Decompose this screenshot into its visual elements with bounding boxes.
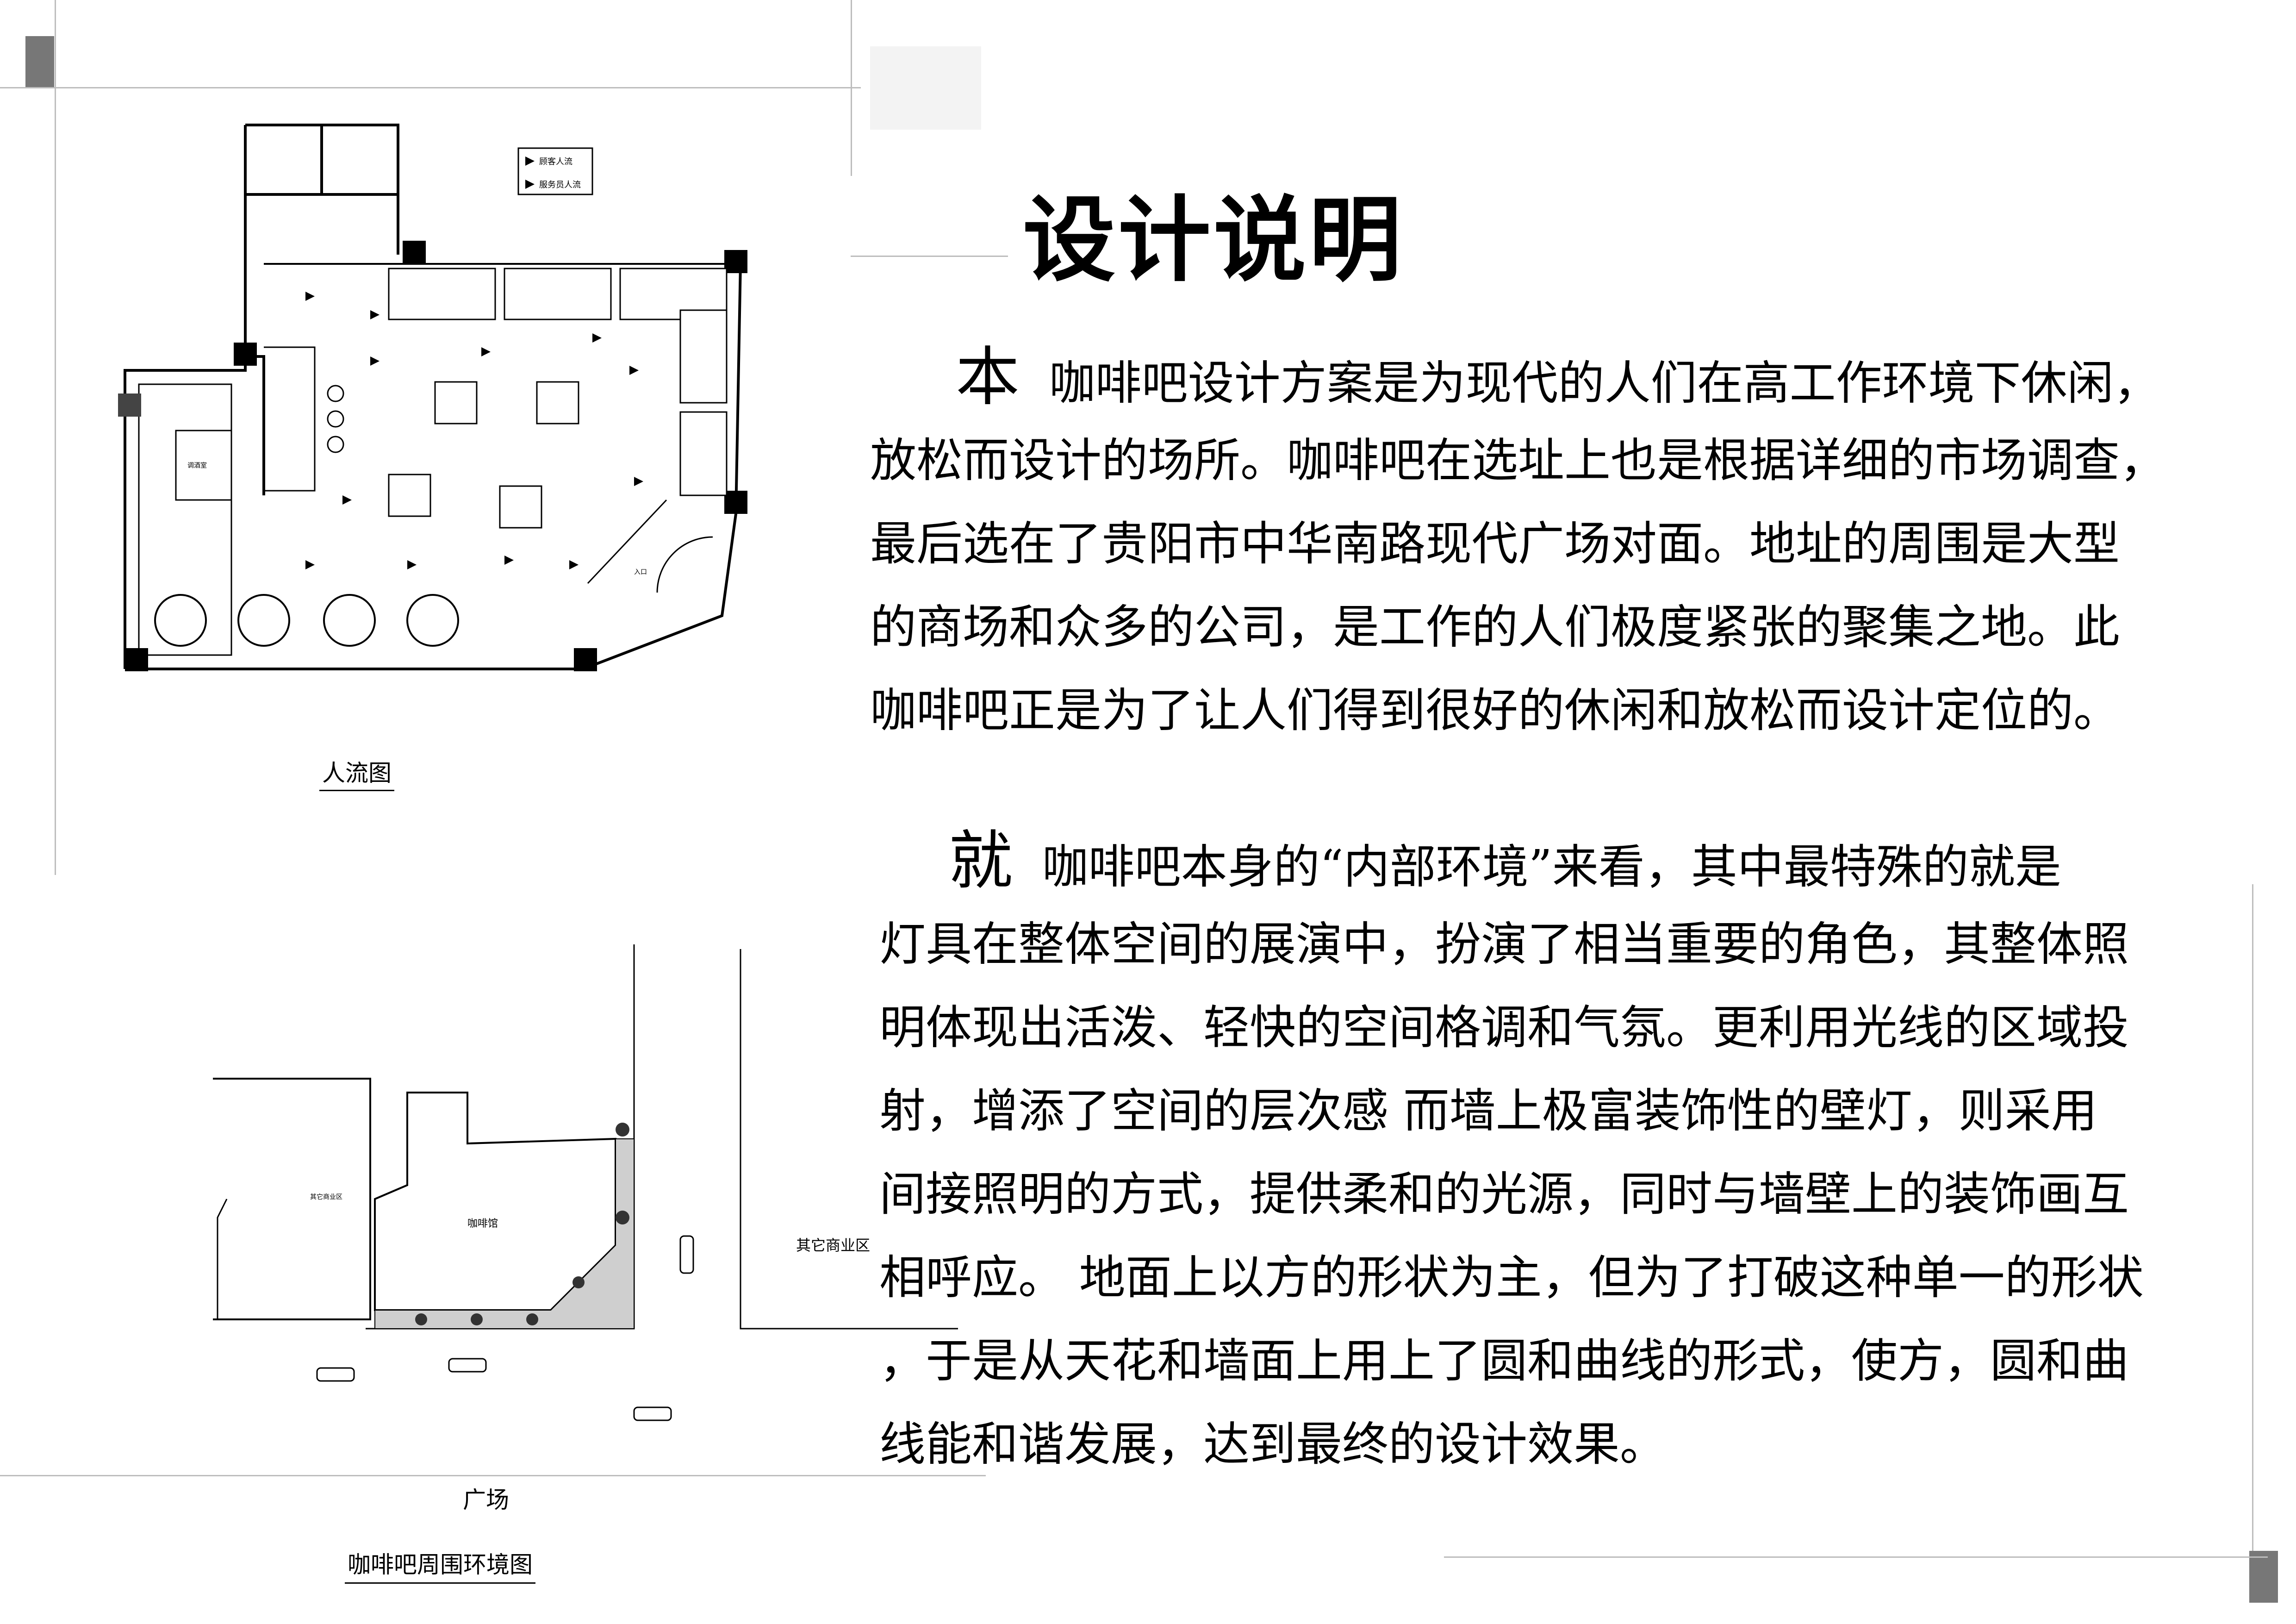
guide-line-top <box>0 87 861 88</box>
site-plan-caption: 咖啡吧周围环境图 <box>345 1551 535 1584</box>
other-business-right-label: 其它商业区 <box>796 1237 871 1254</box>
legend-staff-flow: 服务员人流 <box>539 180 581 190</box>
guide-line-title <box>851 256 1008 257</box>
decor-block <box>870 46 981 130</box>
bar-counter <box>264 346 316 492</box>
room-label: 调酒室 <box>187 462 207 469</box>
flow-arrows <box>305 292 643 569</box>
paragraph-2-line-7: ，于是从天花和墙面上用上了圆和曲线的形式，使方，圆和曲 <box>879 1334 2129 1388</box>
paragraph-1-line-5: 咖啡吧正是为了让人们得到很好的休闲和放松而设计定位的。 <box>870 683 2120 737</box>
corner-marker-bottom-right <box>2249 1551 2278 1603</box>
paragraph-2: 就 咖啡吧本身的“内部环境”来看，其中最特殊的就是 灯具在整体空间的展演中，扮演… <box>879 819 2144 1486</box>
paragraph-1: 本 咖啡吧设计方案是为现代的人们在高工作环境下休闲， 放松而设计的场所。咖啡吧在… <box>870 336 2166 752</box>
plaza-hatch <box>374 1138 635 1329</box>
guide-line-bottom <box>1444 1556 2268 1558</box>
corner-marker-top-left <box>25 36 54 88</box>
guide-line-upper-mid <box>851 0 852 176</box>
guide-line-left <box>55 0 56 875</box>
trees <box>415 1123 629 1325</box>
entrance-door <box>656 536 713 593</box>
guide-line-siteplan-bottom <box>0 1475 986 1476</box>
site-plan: 咖啡馆 其它商业区 <box>213 944 958 1421</box>
restroom-wall <box>245 124 399 255</box>
square-tables <box>388 381 579 529</box>
other-business-left-label: 其它商业区 <box>310 1193 342 1201</box>
paragraph-2-line-8: 线能和谐发展，达到最终的设计效果。 <box>879 1417 1666 1471</box>
paragraph-2-line-5: 间接照明的方式，提供柔和的光源，同时与墙壁上的装饰画互 <box>879 1167 2129 1221</box>
other-business-left-block <box>213 1078 371 1320</box>
paragraph-2-line-4: 射，增添了空间的层次感 而墙上极富装饰性的壁灯，则采用 <box>879 1084 2097 1138</box>
cars <box>316 1235 694 1421</box>
guide-line-right <box>2252 884 2253 1551</box>
floor-plan-legend: 顾客人流 服务员人流 <box>517 147 593 195</box>
floor-plan: 调酒室 入口 顾客人流 服务员人流 <box>118 124 747 671</box>
paragraph-2-line-1: 咖啡吧本身的“内部环境”来看，其中最特殊的就是 <box>1042 840 2061 894</box>
paragraph-2-line-6: 相呼应。 地面上以方的形状为主，但为了打破这种单一的形状 <box>879 1250 2144 1305</box>
booth-seating-top <box>388 268 728 496</box>
cafe-label: 咖啡馆 <box>467 1218 498 1230</box>
columns <box>118 241 747 671</box>
dropcap-1: 本 <box>956 340 1020 414</box>
legend-customer-flow: 顾客人流 <box>539 157 572 167</box>
dropcap-2: 就 <box>949 824 1013 898</box>
paragraph-2-line-3: 明体现出活泼、轻快的空间格调和气氛。更利用光线的区域投 <box>879 1000 2129 1055</box>
page-title: 设计说明 <box>1023 187 1405 294</box>
paragraph-1-line-3: 最后选在了贵阳市中华南路现代广场对面。地址的周围是大型 <box>870 517 2120 571</box>
paragraph-1-line-1: 咖啡吧设计方案是为现代的人们在高工作环境下休闲， <box>1049 356 2160 410</box>
plaza-label: 广场 <box>463 1487 509 1513</box>
paragraph-1-line-4: 的商场和众多的公司，是工作的人们极度紧张的聚集之地。此 <box>870 600 2120 654</box>
entrance-label: 入口 <box>634 568 647 576</box>
floor-plan-caption: 人流图 <box>319 759 394 791</box>
bar-stools <box>327 385 344 453</box>
paragraph-1-line-2: 放松而设计的场所。咖啡吧在选址上也是根据详细的市场调查， <box>870 433 2166 487</box>
round-seating-bottom <box>154 594 459 647</box>
partition <box>587 499 667 584</box>
paragraph-2-line-2: 灯具在整体空间的展演中，扮演了相当重要的角色，其整体照 <box>879 917 2129 971</box>
